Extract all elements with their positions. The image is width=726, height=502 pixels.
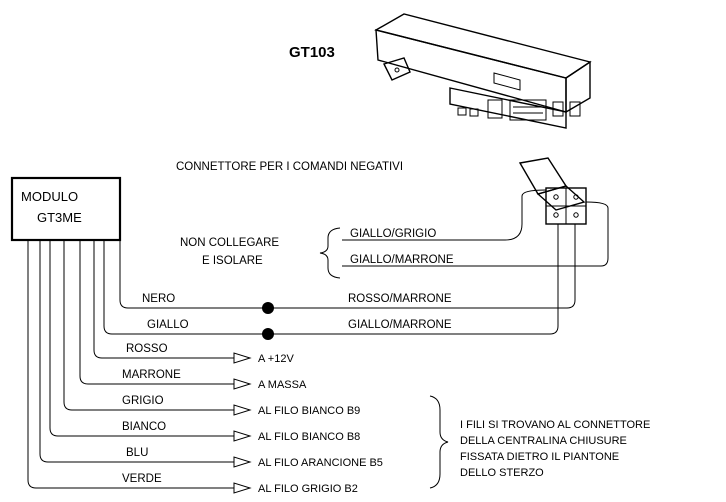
joined-wires	[103, 224, 576, 340]
note-line4: DELLO STERZO	[460, 467, 544, 479]
arrow-icon	[233, 456, 252, 468]
wire-label-blu: BLU	[126, 447, 148, 459]
wire-label-nero: NERO	[142, 293, 175, 305]
do-not-connect-line1: NON COLLEGARE	[180, 237, 279, 249]
note-line2: DELLA CENTRALINA CHIUSURE	[460, 435, 627, 447]
wire-label-rosso-marrone: ROSSO/MARRONE	[348, 293, 452, 305]
arrow-icon	[233, 482, 252, 494]
arrow-icon	[233, 430, 252, 442]
arrow-icon	[233, 404, 252, 416]
target-label-b5: AL FILO ARANCIONE B5	[258, 457, 383, 469]
note-line1: I FILI SI TROVANO AL CONNETTORE	[460, 419, 650, 431]
target-label-b2: AL FILO GRIGIO B2	[258, 483, 358, 495]
output-wires	[27, 240, 252, 494]
wire-label-marrone: MARRONE	[122, 369, 181, 381]
isolated-wire-1: GIALLO/GRIGIO	[350, 228, 436, 240]
wire-label-rosso: ROSSO	[126, 343, 168, 355]
module-box	[10, 176, 122, 242]
isolated-wires	[342, 189, 609, 267]
wire-label-giallo-marrone: GIALLO/MARRONE	[348, 319, 452, 331]
splice-point	[262, 302, 274, 314]
do-not-connect-line2: E ISOLARE	[202, 255, 263, 267]
splice-point	[262, 328, 274, 340]
negative-command-connector	[518, 157, 587, 225]
module-label-line2: GT3ME	[37, 210, 82, 225]
connector-caption: CONNETTORE PER I COMANDI NEGATIVI	[176, 161, 403, 173]
target-label-12v: A +12V	[258, 353, 294, 365]
note-line3: FISSATA DIETRO IL PIANTONE	[460, 451, 619, 463]
arrow-icon	[233, 352, 252, 364]
module-label-line1: MODULO	[21, 189, 78, 204]
target-label-b9: AL FILO BIANCO B9	[258, 405, 360, 417]
target-label-massa: A MASSA	[258, 379, 307, 391]
wire-label-grigio: GRIGIO	[122, 395, 164, 407]
note-brace	[429, 395, 449, 489]
gt103-unit	[374, 13, 592, 129]
arrow-icon	[233, 378, 252, 390]
gt103-label: GT103	[289, 44, 335, 61]
wire-label-bianco: BIANCO	[122, 421, 166, 433]
target-label-b8: AL FILO BIANCO B8	[258, 431, 360, 443]
wire-label-verde: VERDE	[122, 473, 162, 485]
isolated-wire-2: GIALLO/MARRONE	[350, 254, 454, 266]
isolate-brace	[319, 227, 341, 279]
wire-label-giallo: GIALLO	[147, 319, 189, 331]
